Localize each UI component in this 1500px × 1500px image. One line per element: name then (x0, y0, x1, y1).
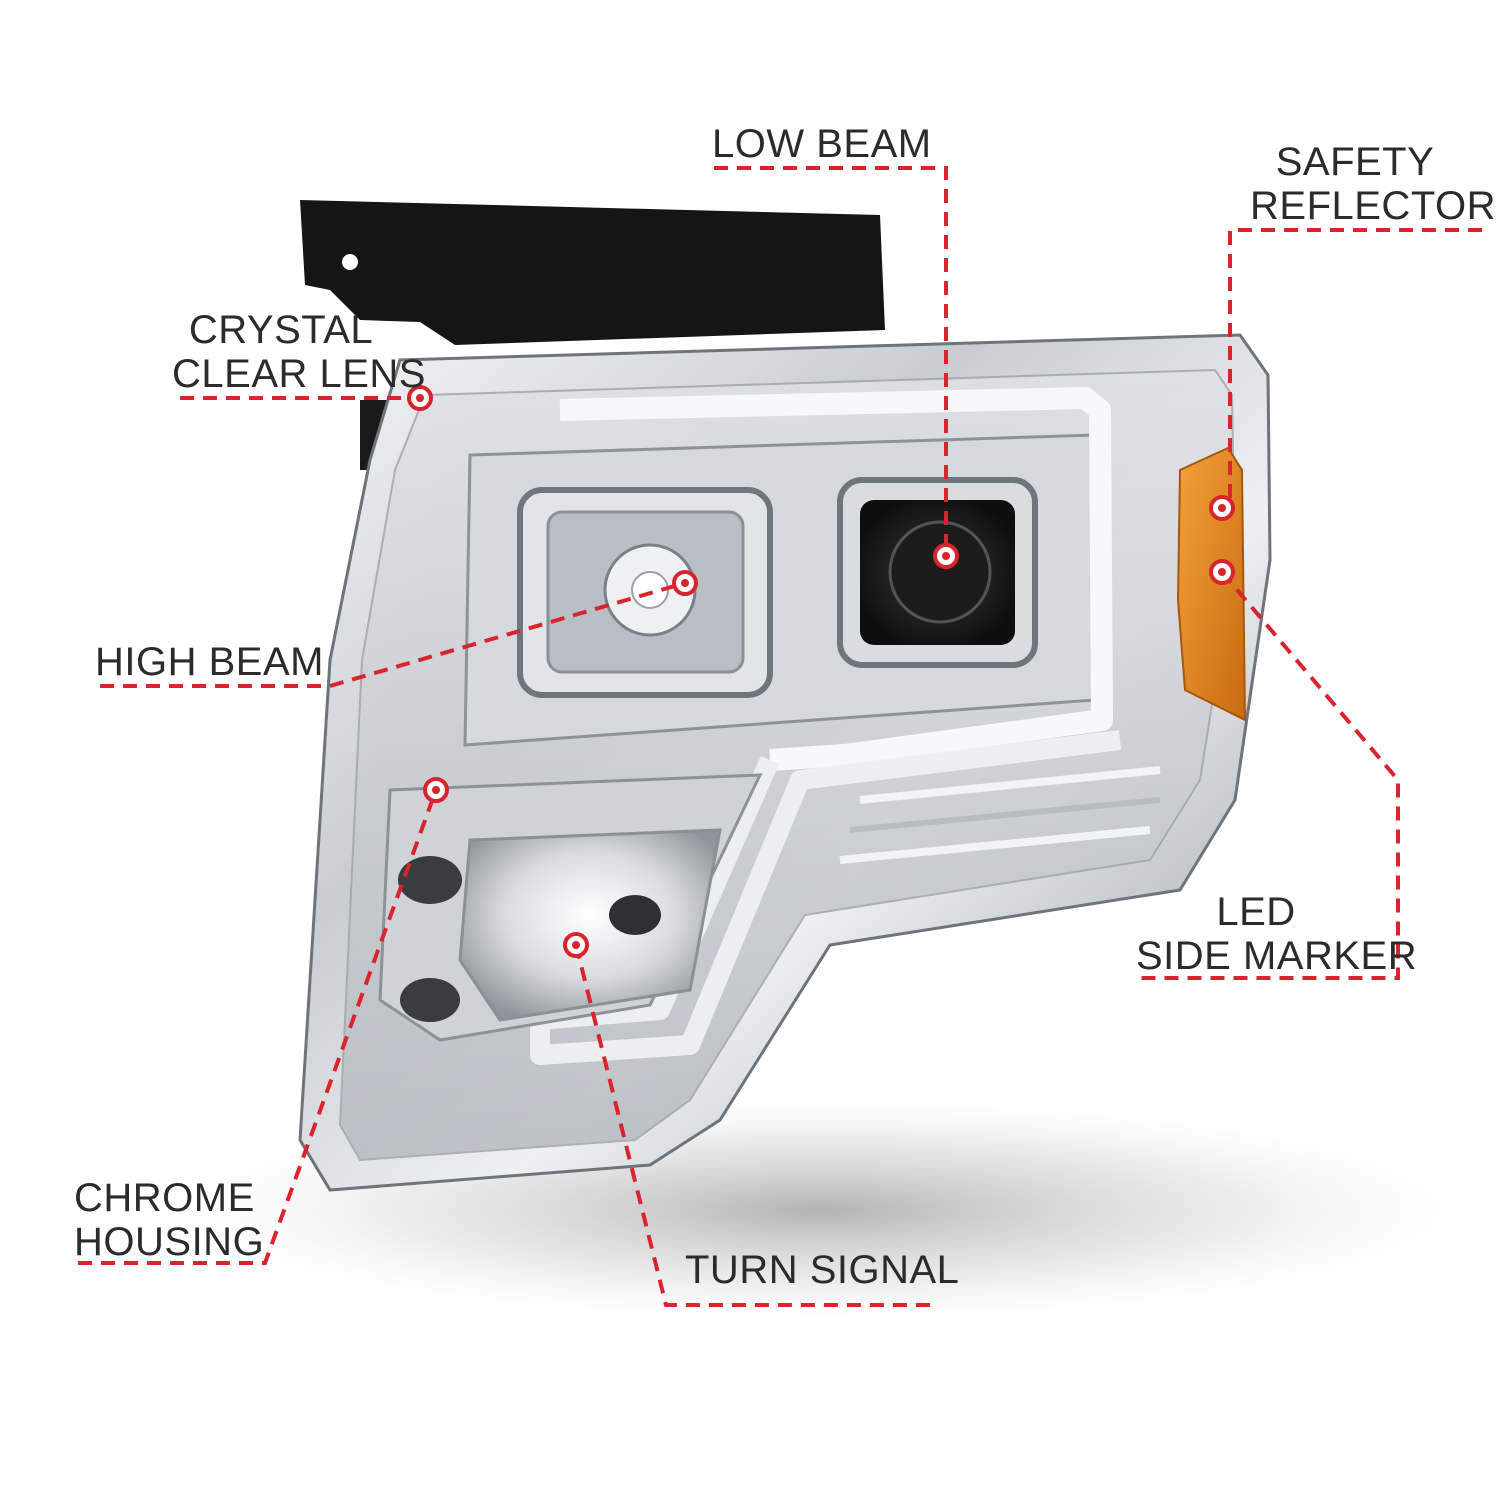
leader-low-beam (714, 166, 948, 556)
turn-signal-reflector (398, 828, 722, 1022)
dot-turn-signal (563, 932, 589, 958)
low-beam-projector (837, 477, 1038, 668)
label-chrome-housing-line2: HOUSING (74, 1220, 265, 1264)
label-low-beam-line1: LOW BEAM (712, 122, 932, 166)
label-crystal-clear-lens: CRYSTAL CLEAR LENS (172, 308, 426, 396)
leader-safety-reflector (1228, 228, 1482, 508)
dot-crystal-clear-lens (407, 385, 433, 411)
callout-lines (78, 166, 1482, 1307)
label-high-beam-line1: HIGH BEAM (95, 640, 324, 684)
label-safety-reflector-line1: SAFETY (1275, 140, 1435, 184)
dot-chrome-housing (423, 777, 449, 803)
leader-turn-signal (574, 944, 930, 1307)
headlight-housing (298, 333, 1272, 1192)
label-crystal-clear-lens-line2: CLEAR LENS (172, 352, 426, 396)
dot-high-beam (672, 570, 698, 596)
label-turn-signal: TURN SIGNAL (685, 1248, 959, 1292)
leader-led-side-marker (1136, 570, 1400, 980)
label-led-side-marker: LED SIDE MARKER (1136, 890, 1418, 978)
label-crystal-clear-lens-line1: CRYSTAL (188, 308, 374, 352)
leader-high-beam (100, 581, 686, 688)
label-low-beam: LOW BEAM (712, 122, 932, 166)
label-turn-signal-line1: TURN SIGNAL (685, 1248, 960, 1292)
label-chrome-housing-line1: CHROME (74, 1176, 255, 1220)
leader-chrome-housing (78, 789, 438, 1265)
high-beam-reflector (517, 487, 773, 698)
label-led-side-marker-line1: LED (1216, 890, 1296, 934)
label-chrome-housing: CHROME HOUSING (74, 1176, 265, 1264)
callout-dots (407, 385, 1235, 958)
dot-low-beam (933, 543, 959, 569)
amber-reflector (1176, 446, 1247, 722)
dot-led-side-marker (1209, 559, 1235, 585)
label-high-beam: HIGH BEAM (95, 640, 324, 684)
label-led-side-marker-line2: SIDE MARKER (1136, 934, 1418, 978)
label-safety-reflector: SAFETY REFLECTOR (1250, 140, 1497, 228)
label-safety-reflector-line2: REFLECTOR (1250, 184, 1497, 228)
dot-safety-reflector (1209, 495, 1235, 521)
